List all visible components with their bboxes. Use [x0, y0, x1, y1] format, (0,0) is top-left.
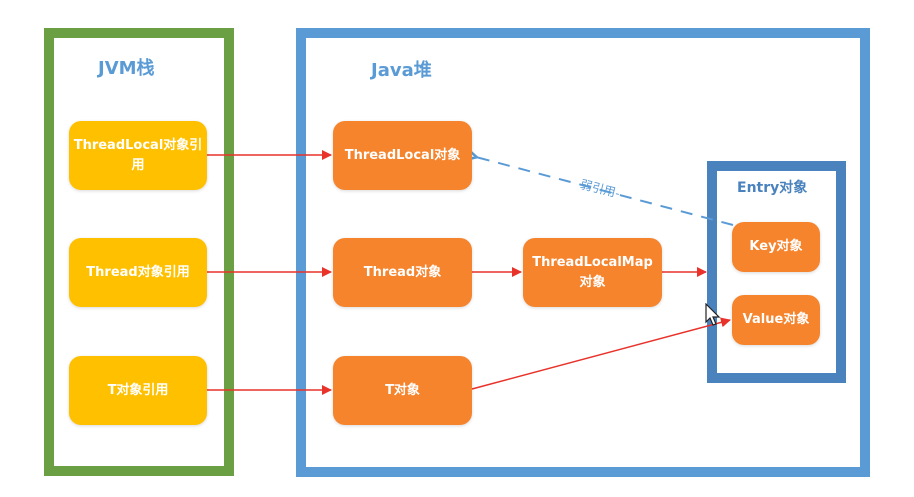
threadlocalmap-object-node: ThreadLocalMap对象: [523, 238, 662, 307]
mouse-cursor-icon: [705, 303, 721, 326]
jvm-stack-region: [44, 28, 234, 476]
threadlocal-reference-node: ThreadLocal对象引用: [69, 121, 207, 190]
value-object-node: Value对象: [732, 295, 820, 345]
t-object-node: T对象: [333, 356, 472, 425]
java-heap-region: [296, 28, 870, 477]
threadlocal-object-node: ThreadLocal对象: [333, 121, 472, 190]
thread-object-node: Thread对象: [333, 238, 472, 307]
t-reference-node: T对象引用: [69, 356, 207, 425]
key-object-node: Key对象: [732, 222, 820, 272]
thread-reference-node: Thread对象引用: [69, 238, 207, 307]
edge-t-to-value: [471, 317, 731, 390]
entry-object-region: [707, 161, 846, 383]
jvm-stack-title: JVM栈: [98, 58, 155, 79]
edge-key-weak-to-threadlocal: [476, 157, 734, 226]
entry-object-title: Entry对象: [737, 180, 808, 196]
java-heap-title: Java堆: [371, 60, 432, 81]
